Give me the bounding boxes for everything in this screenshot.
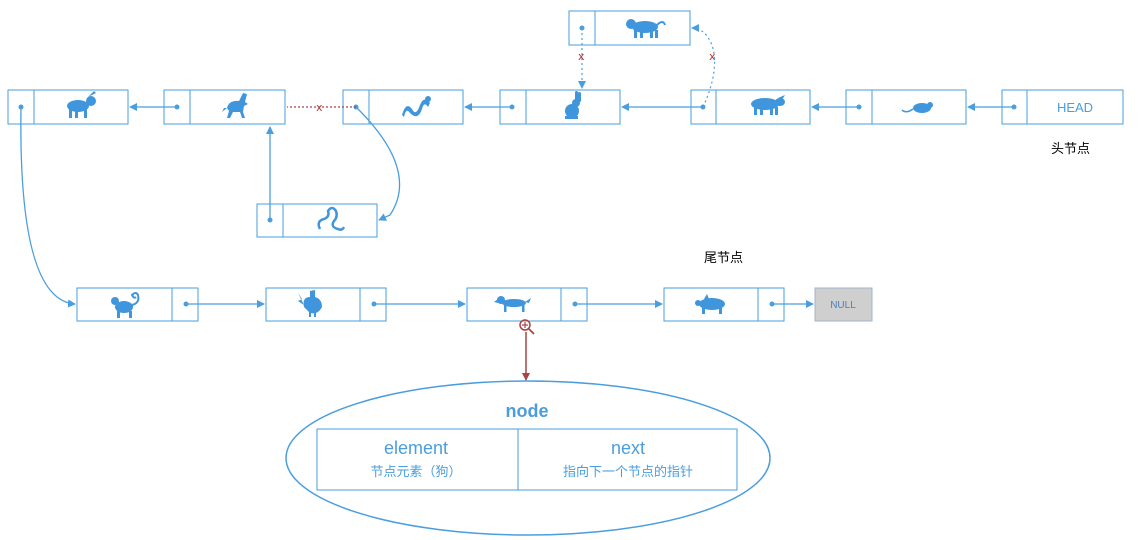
link-goat-monkey bbox=[20, 106, 76, 308]
next-field-name: next bbox=[611, 438, 645, 458]
link-dragon-snake bbox=[355, 106, 401, 221]
goat-node bbox=[7, 89, 129, 125]
zoom-in-icon bbox=[519, 319, 535, 335]
head-node-caption: 头节点 bbox=[1051, 142, 1090, 157]
svg-text:x: x bbox=[578, 50, 585, 63]
node-detail-title: node bbox=[506, 401, 549, 421]
null-label: NULL bbox=[830, 300, 856, 311]
dog-node bbox=[466, 287, 588, 322]
head-node: HEAD bbox=[1001, 89, 1124, 125]
tiger-node bbox=[568, 10, 691, 46]
ox-node bbox=[690, 89, 811, 125]
horse-node bbox=[163, 89, 286, 125]
mouse-node bbox=[845, 89, 967, 125]
svg-text:x: x bbox=[709, 50, 716, 63]
removed-link-ox-tiger bbox=[691, 24, 716, 108]
element-field-desc: 节点元素（狗） bbox=[370, 465, 461, 480]
removed-mark: x bbox=[316, 101, 323, 114]
rabbit-node bbox=[499, 89, 621, 125]
snake-node bbox=[256, 203, 378, 238]
next-field-desc: 指向下一个节点的指针 bbox=[563, 464, 693, 480]
monkey-node bbox=[76, 287, 199, 322]
tail-node-caption: 尾节点 bbox=[704, 251, 743, 266]
null-node: NULL bbox=[814, 287, 873, 322]
element-field-name: element bbox=[384, 438, 448, 458]
node-detail: node element 节点元素（狗） next 指向下一个节点的指针 bbox=[285, 380, 771, 536]
head-label: HEAD bbox=[1057, 100, 1093, 115]
pig-node bbox=[663, 287, 785, 322]
rooster-node bbox=[265, 287, 387, 322]
dragon-node bbox=[342, 89, 464, 125]
